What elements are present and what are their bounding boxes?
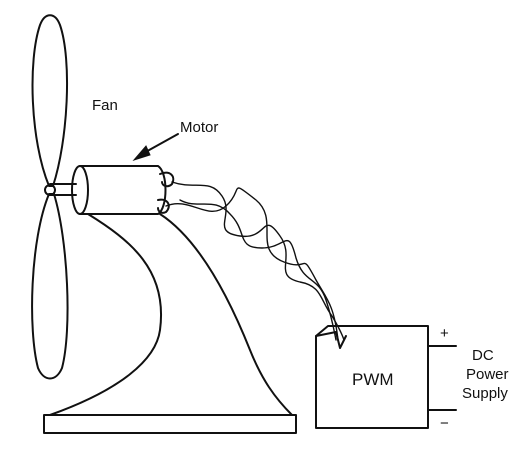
- fan-blade-top: [31, 14, 69, 187]
- wire-c: [179, 199, 337, 341]
- plus-label: +: [440, 325, 449, 342]
- wire-terminal: [335, 331, 347, 349]
- stand-back: [159, 213, 293, 416]
- stand-neck: [49, 213, 163, 416]
- fan-blades: [31, 14, 69, 380]
- stand-base: [43, 414, 297, 434]
- wire-b: [165, 187, 339, 341]
- wire-a: [171, 181, 345, 341]
- motor-label: Motor: [180, 119, 218, 136]
- dc-label-line1: DC: [472, 347, 494, 364]
- fan-label: Fan: [92, 97, 118, 114]
- motor-body: [79, 165, 167, 215]
- pwm-label: PWM: [352, 370, 394, 389]
- dc-label-line2: Power: [466, 366, 509, 383]
- pwm-box: [315, 325, 429, 429]
- power-leads: [427, 345, 457, 411]
- motor-pointer-arrow: [132, 133, 179, 161]
- fan-stand: [43, 213, 297, 434]
- motor-front-face: [71, 165, 89, 215]
- dc-label-line3: Supply: [462, 385, 508, 402]
- pwm-box-notch: [315, 331, 337, 337]
- minus-label: −: [440, 415, 449, 432]
- twisted-wires: [165, 181, 347, 349]
- motor-terminal-top: [159, 171, 175, 188]
- motor-terminal-bottom: [157, 198, 170, 214]
- pwm-box-outline: [315, 325, 429, 429]
- fan-blade-bottom: [31, 193, 69, 380]
- motor: [71, 165, 175, 215]
